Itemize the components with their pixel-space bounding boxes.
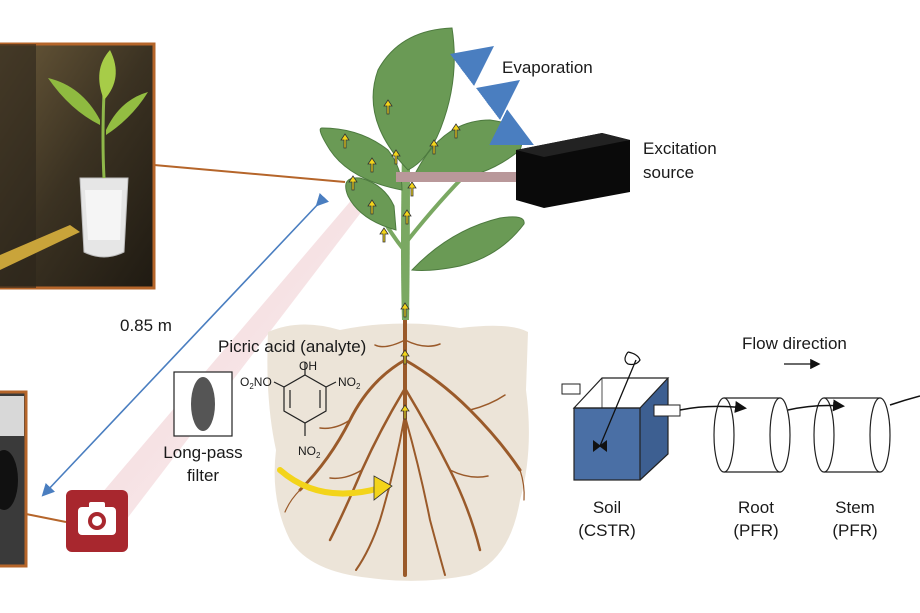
uptake-arrow: [277, 467, 383, 497]
distance-label: 0.85 m: [120, 316, 172, 335]
soil-label-line1: Soil: [593, 498, 621, 517]
root-pfr-cylinder: [713, 397, 791, 473]
soil-label-line2: (CSTR): [578, 521, 636, 540]
filter-label-line1: Long-pass: [163, 443, 242, 462]
stem-label-line2: (PFR): [832, 521, 877, 540]
distance-arrow: [41, 192, 330, 497]
plant-leaves: [319, 27, 525, 271]
analyte-label: Picric acid (analyte): [218, 337, 366, 356]
excitation-source-box: [396, 133, 630, 208]
evaporation-label: Evaporation: [502, 58, 593, 77]
stem-pfr-cylinder: [813, 397, 891, 473]
root-label-line1: Root: [738, 498, 774, 517]
camera-icon: [66, 490, 128, 552]
filter-label-line2: filter: [187, 466, 219, 485]
stem-label-line1: Stem: [835, 498, 875, 517]
long-pass-filter: [173, 371, 233, 437]
root-label-line2: (PFR): [733, 521, 778, 540]
camera-connector-line: [25, 513, 67, 523]
plant-roots: [284, 316, 525, 577]
molecule-oh: OH: [299, 359, 317, 373]
camera-photo: [0, 390, 28, 568]
soil-cstr-tank: [561, 377, 681, 481]
molecule-o2n-left: O2NO: [240, 375, 272, 391]
evaporation-arrows: [450, 46, 534, 145]
transport-arrows: [340, 99, 461, 420]
photo-connector-line: [153, 164, 346, 183]
molecule-no2-bottom: NO2: [298, 444, 321, 460]
plant-photo: [0, 42, 156, 290]
molecule-no2-right: NO2: [338, 375, 361, 391]
flow-direction-label: Flow direction: [742, 334, 847, 353]
picric-acid-molecule: [273, 362, 337, 436]
excitation-label-line1: Excitation: [643, 139, 717, 158]
stirrer-icon: [593, 351, 641, 452]
flow-lines: [679, 395, 920, 413]
excitation-label-line2: source: [643, 163, 694, 182]
